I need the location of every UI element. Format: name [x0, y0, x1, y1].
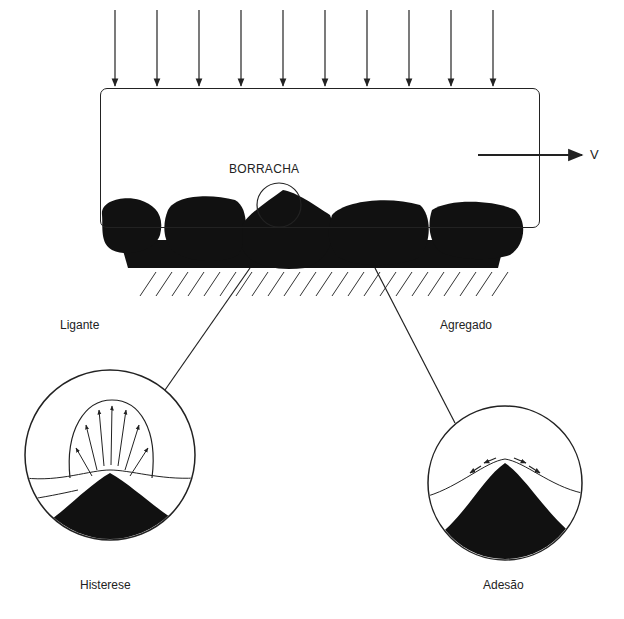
material-label: Ligante	[60, 318, 99, 332]
leader-line	[165, 268, 250, 390]
ground-hatching	[140, 272, 508, 296]
illustration-part	[268, 272, 284, 296]
velocity-label: V	[590, 147, 599, 162]
aggregate-stones	[102, 190, 523, 269]
illustration-part	[412, 272, 428, 296]
illustration-part	[130, 448, 148, 476]
illustration-part	[444, 272, 460, 296]
illustration-part	[204, 272, 220, 296]
illustration-part	[428, 406, 582, 560]
illustration-part	[172, 272, 188, 296]
illustration-part	[316, 272, 332, 296]
illustration-part	[118, 410, 126, 466]
illustration-part	[470, 466, 481, 473]
illustration-part	[450, 10, 451, 86]
illustration-part	[348, 272, 364, 296]
illustration-part	[111, 406, 112, 465]
illustration-part	[125, 425, 139, 470]
illustration-part	[332, 272, 348, 296]
illustration-part	[198, 10, 199, 86]
illustration-part	[366, 10, 367, 86]
illustration-part	[420, 463, 590, 570]
illustration-part	[20, 400, 200, 560]
illustration-part	[284, 272, 300, 296]
illustration-part	[76, 406, 148, 476]
load-arrows	[115, 10, 493, 86]
illustration-part	[140, 272, 156, 296]
illustration-part	[529, 466, 540, 473]
illustration-part	[99, 410, 104, 466]
illustration-part	[428, 272, 444, 296]
illustration-part	[364, 272, 380, 296]
illustration-part	[460, 272, 476, 296]
illustration-part	[86, 425, 97, 470]
rubber-block: BORRACHA	[100, 88, 540, 228]
illustration-part	[156, 272, 172, 296]
mechanism-label: Histerese	[80, 578, 131, 592]
illustration-part	[476, 272, 492, 296]
illustration-part	[484, 458, 496, 463]
illustration-part	[329, 200, 429, 265]
illustration-part	[514, 458, 526, 463]
illustration-part	[428, 459, 582, 496]
illustration-part	[102, 198, 161, 253]
leader-line	[375, 268, 455, 423]
illustration-part	[430, 202, 524, 259]
illustration-part	[242, 190, 333, 269]
velocity-arrow	[478, 154, 582, 156]
material-label: Agregado	[440, 318, 492, 332]
illustration-part	[324, 10, 325, 86]
illustration-part	[25, 470, 195, 479]
illustration-part	[282, 10, 283, 86]
illustration-part	[25, 370, 195, 540]
illustration-part	[420, 458, 590, 570]
illustration-part	[76, 448, 92, 476]
illustration-part	[69, 400, 153, 478]
illustration-part	[408, 10, 409, 86]
contact-circle	[257, 183, 301, 227]
illustration-part	[470, 458, 540, 473]
illustration-part	[252, 272, 268, 296]
illustration-part	[240, 10, 241, 86]
illustration-part	[114, 10, 115, 86]
hysteresis-detail	[20, 370, 200, 560]
illustration-part	[492, 272, 508, 296]
illustration-part	[300, 272, 316, 296]
illustration-part	[492, 10, 493, 86]
mechanism-label: Adesão	[483, 578, 524, 592]
illustration-part	[188, 272, 204, 296]
material-label: BORRACHA	[229, 162, 299, 176]
illustration-part	[156, 10, 157, 86]
illustration-part	[20, 473, 200, 560]
adhesion-detail	[420, 406, 590, 570]
illustration-part	[396, 272, 412, 296]
illustration-part	[164, 196, 246, 261]
